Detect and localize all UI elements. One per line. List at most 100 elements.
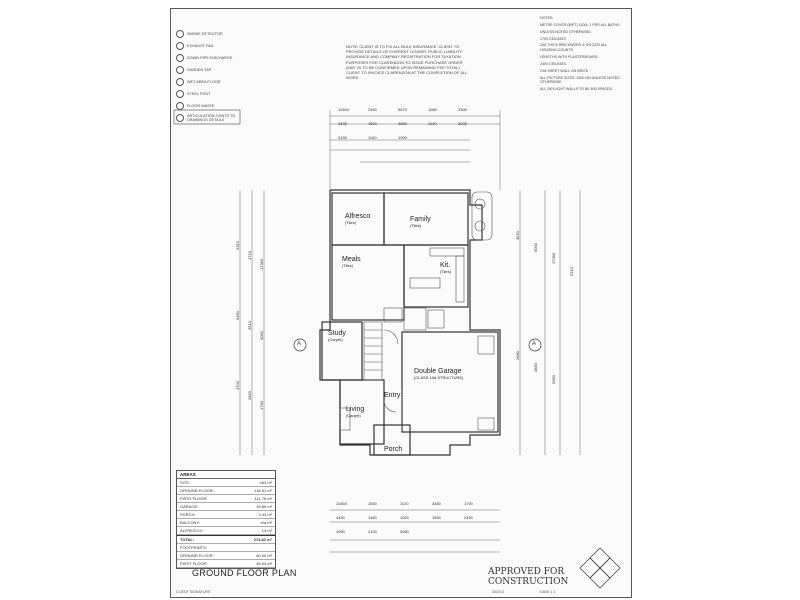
legend-label: EXHAUST FAN xyxy=(187,44,214,48)
dimension-label: 4710 xyxy=(247,251,252,260)
sheet-title: GROUND FLOOR PLAN xyxy=(192,568,297,578)
dimension-label: 2490 xyxy=(464,515,473,520)
areas-value: 111.76 m² xyxy=(254,496,272,501)
floor-waste-icon xyxy=(176,102,184,110)
dimension-label: 3300 xyxy=(458,107,467,112)
section-marker-shapes xyxy=(293,338,542,352)
room-double-garage: Double Garage (CLASS 10a STRUCTURE) xyxy=(414,368,463,380)
general-note-line: 2400 CEILINGS xyxy=(540,61,566,66)
section-marker-right: A xyxy=(532,341,537,347)
room-name: Study xyxy=(328,330,346,337)
room-name: Meals xyxy=(342,256,361,263)
dimension-label: 9460 xyxy=(235,311,240,320)
room-name: Porch xyxy=(384,446,403,453)
legend-box xyxy=(173,109,241,125)
dimension-label: 5310 xyxy=(569,267,574,276)
legend-item: SMOKE DETECTOR xyxy=(176,30,246,38)
dimension-label: 11560 xyxy=(336,501,347,506)
general-note-line: 2X8 THICK BRICKWORK & ON 2370 ALL HOUSIN… xyxy=(540,43,608,53)
areas-label: GROUND FLOOR: xyxy=(180,488,214,493)
dimension-label: 3310 xyxy=(235,241,240,250)
legend-label: SMOKE DETECTOR xyxy=(187,32,223,36)
room-kitchen: Kit. (Tiles) xyxy=(440,262,451,274)
general-note-line: LENGTHS WITH PLASTERBOARD: xyxy=(540,55,599,60)
areas-value: 39.89 m² xyxy=(256,504,272,509)
room-finish: (Tiles) xyxy=(440,269,451,274)
legend-item: GARDEN TAP xyxy=(176,66,246,74)
client-note-text: NOTE: CLIENT IS TO FIX ALL BULK INSURANC… xyxy=(346,44,468,81)
client-signature-note: CLIENT SIGNATURE xyxy=(176,590,211,594)
areas-value: 118.51 m² xyxy=(254,488,272,493)
legend-label: GARDEN TAP xyxy=(187,68,212,72)
interior-details xyxy=(339,191,495,432)
dimension-label: 3400 xyxy=(338,121,347,126)
room-finish: (CLASS 10a STRUCTURE) xyxy=(414,375,464,380)
areas-row: ALFRESCO:13 m² xyxy=(177,527,275,535)
compass-symbol xyxy=(579,547,621,589)
approval-stamp: APPROVED FOR CONSTRUCTION xyxy=(488,567,569,588)
areas-total-value: 274.82 m² xyxy=(253,537,272,542)
room-porch: Porch xyxy=(384,446,402,453)
porch-wall xyxy=(373,424,411,456)
areas-row: FIRST FLOOR: 111.76 m² xyxy=(177,495,275,503)
areas-footprint-label: FOOTPRINTS: xyxy=(180,545,207,550)
room-name: Family xyxy=(410,216,431,223)
dimension-label: 5670 xyxy=(398,107,407,112)
dimension-label: 3060 xyxy=(400,529,409,534)
dimension-label: 1160 xyxy=(368,135,377,140)
legend-item: WET AREA FLOOR xyxy=(176,78,246,86)
dimension-label: 1020 xyxy=(400,515,409,520)
areas-row: BALCONY: n/a m² xyxy=(177,519,275,527)
areas-label: GARAGE: xyxy=(180,504,199,509)
room-name: Kit. xyxy=(440,262,451,269)
legend-item: DOWN PIPE DISCHARGE xyxy=(176,54,246,62)
footprint-row: FIRST FLOOR:45.04 m² xyxy=(177,560,275,568)
dimension-label: 5360 xyxy=(551,375,556,384)
dimension-label: 1980 xyxy=(428,107,437,112)
areas-label: PORCH: xyxy=(180,512,196,517)
areas-footprint-heading: FOOTPRINTS: xyxy=(177,544,275,552)
areas-total-row: TOTAL: 274.82 m² xyxy=(177,535,275,544)
areas-value: 13 m² xyxy=(261,528,272,533)
legend-item: ARTICULATION JOINTS TO DRAWINGS DETAILS xyxy=(176,114,246,122)
dimension-label: 4880 xyxy=(533,363,538,372)
general-note-line: NOTES: xyxy=(540,16,554,20)
down-pipe-icon xyxy=(176,54,184,62)
dimension-label: 9000 xyxy=(533,243,538,252)
room-living: Living (Carpet) xyxy=(346,406,364,418)
dimension-label: 4490 xyxy=(336,515,345,520)
dimension-label: 1120 xyxy=(400,501,409,506)
approval-stamp-line2: CONSTRUCTION xyxy=(488,576,569,587)
footprint-row: GROUND FLOOR:60.00 m² xyxy=(177,552,275,560)
dimension-label: 1650 xyxy=(368,501,377,506)
approval-stamp-line1: APPROVED FOR xyxy=(488,567,565,577)
dimension-lines xyxy=(239,110,581,553)
footprint-value: 60.00 m² xyxy=(256,553,272,558)
room-alfresco: Alfresco (Tiles) xyxy=(345,213,370,225)
room-meals: Meals (Tiles) xyxy=(342,256,361,268)
areas-label: FIRST FLOOR: xyxy=(180,496,208,501)
areas-value: 453 m² xyxy=(259,480,272,485)
legend-label: STEEL POST xyxy=(187,92,211,96)
garage-wall xyxy=(401,331,499,433)
dimension-label: 2100 xyxy=(368,529,377,534)
legend-label: WET AREA FLOOR xyxy=(187,80,221,84)
dimension-label: 1500 xyxy=(368,121,377,126)
room-finish: (Tiles) xyxy=(345,220,356,225)
steel-post-icon xyxy=(176,90,184,98)
dimension-label: 2880 xyxy=(515,351,520,360)
room-finish: (Tiles) xyxy=(410,223,421,228)
room-family: Family (Tiles) xyxy=(410,216,431,228)
general-note-line: METRE COVER (WET) 1100L 1 PER ALL BATHS xyxy=(540,22,620,27)
areas-total-label: TOTAL: xyxy=(180,537,195,542)
garden-tap-icon xyxy=(176,66,184,74)
areas-label: BALCONY: xyxy=(180,520,201,525)
areas-value: 2.43 m² xyxy=(258,512,272,517)
areas-value: n/a m² xyxy=(260,520,272,525)
general-note-line: 1700 CEILINGS xyxy=(540,36,566,41)
dimension-label: 17360 xyxy=(551,252,556,264)
articulation-icon xyxy=(176,114,184,122)
